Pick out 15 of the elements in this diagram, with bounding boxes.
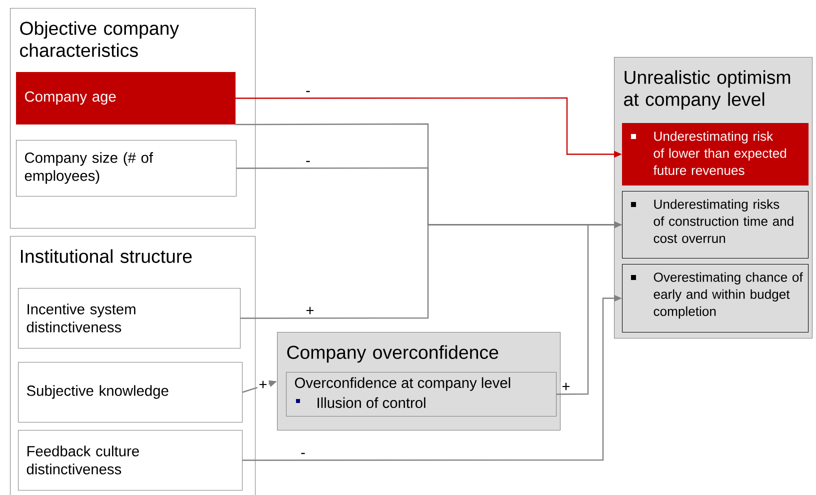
factor-box: Company age <box>16 72 236 125</box>
edge-label: + <box>304 306 316 317</box>
edge-label: + <box>560 382 572 393</box>
factor-box: Subjective knowledge <box>18 362 243 423</box>
factor-box: Incentive system distinctiveness <box>18 288 241 349</box>
edge-label: + <box>257 380 269 391</box>
edge-label: - <box>304 90 312 97</box>
factor-box: Feedback culture distinctiveness <box>18 430 243 491</box>
edge-label: - <box>299 452 307 459</box>
edge-label: - <box>304 160 312 167</box>
outcome-box: Underestimating risks of construction time and cost overrun <box>622 191 809 259</box>
outcome-box: Overestimating chance of early and within budget completion <box>622 264 809 333</box>
outcome-box: Underestimating risk of lower than expected future revenues <box>622 123 809 186</box>
construct-box: Overconfidence at company level Illusion of control <box>286 372 557 417</box>
factor-box: Company size (# of employees) <box>16 140 237 197</box>
